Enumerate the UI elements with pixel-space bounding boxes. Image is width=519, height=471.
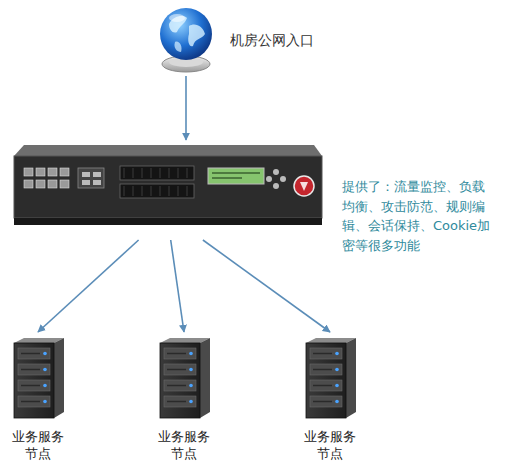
node-label: 业务服务节点 <box>302 428 358 462</box>
globe-icon <box>155 4 217 74</box>
appliance-icon <box>10 142 324 230</box>
server-node: 业务服务节点 <box>292 336 368 464</box>
server-icon <box>156 336 212 420</box>
node-label: 提供了：流量监控、负载均衡、攻击防范、规则编辑、会话保持、Cookie加密等很多… <box>342 177 494 255</box>
server-node: 业务服务节点 <box>0 336 76 464</box>
server-node: 业务服务节点 <box>146 336 222 464</box>
flow-arrow <box>38 240 139 332</box>
internet-entry: 机房公网入口 <box>150 4 370 76</box>
flow-arrow <box>185 76 187 140</box>
server-icon <box>10 336 66 420</box>
node-label: 业务服务节点 <box>156 428 212 462</box>
node-label: 业务服务节点 <box>10 428 66 462</box>
server-icon <box>302 336 358 420</box>
flow-arrow <box>171 240 184 332</box>
flow-arrow <box>203 240 330 332</box>
load-balancer: 提供了：流量监控、负载均衡、攻击防范、规则编辑、会话保持、Cookie加密等很多… <box>10 142 324 257</box>
node-label: 机房公网入口 <box>230 31 360 49</box>
